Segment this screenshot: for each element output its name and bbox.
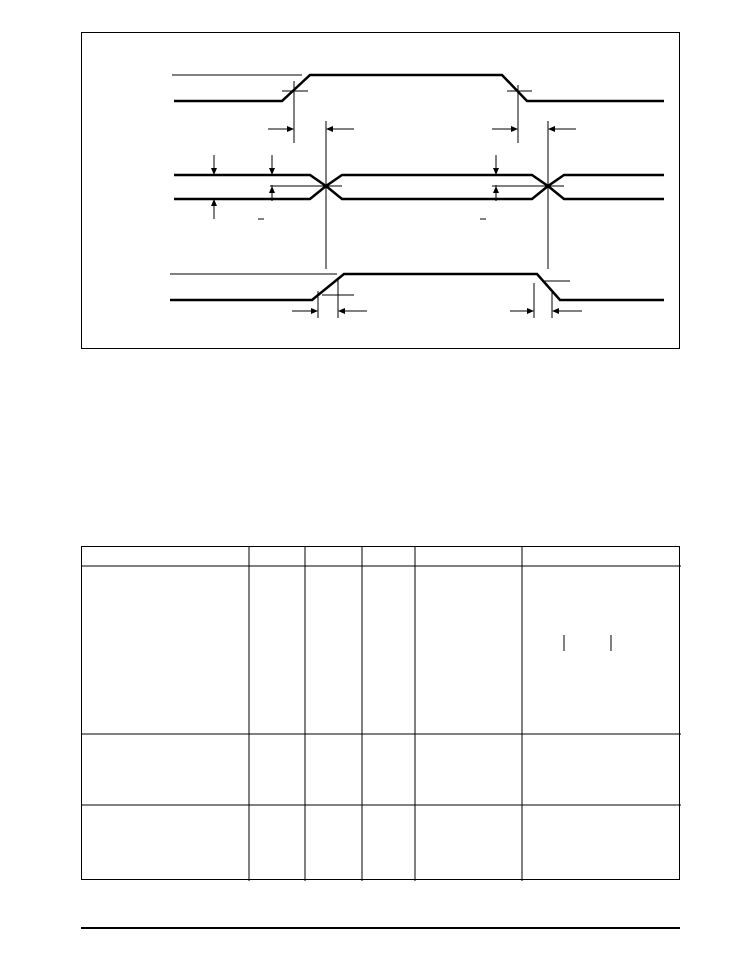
footer-rule <box>81 927 680 929</box>
waveform-bottom <box>170 272 664 302</box>
arrowhead-13 <box>493 168 499 175</box>
arrowhead-2 <box>326 126 333 132</box>
arrowhead-9 <box>211 168 217 175</box>
arrowhead-1 <box>287 126 294 132</box>
arrowhead-14 <box>493 186 499 193</box>
arrowhead-8 <box>552 308 559 314</box>
arrowhead-3 <box>511 126 518 132</box>
spec-table-frame <box>81 546 681 881</box>
arrowhead-10 <box>211 199 217 206</box>
arrowhead-5 <box>311 308 318 314</box>
arrowhead-11 <box>269 168 275 175</box>
timing-diagram <box>170 73 664 318</box>
timing-diagram-frame <box>81 32 680 349</box>
arrowhead-4 <box>548 126 555 132</box>
arrowhead-7 <box>527 308 534 314</box>
arrowhead-6 <box>338 308 345 314</box>
waveform-top <box>174 73 664 103</box>
spec-table-grid <box>82 547 681 881</box>
waveform-middle-lower <box>174 184 664 201</box>
arrowhead-12 <box>269 186 275 193</box>
waveform-middle-upper <box>174 173 664 188</box>
